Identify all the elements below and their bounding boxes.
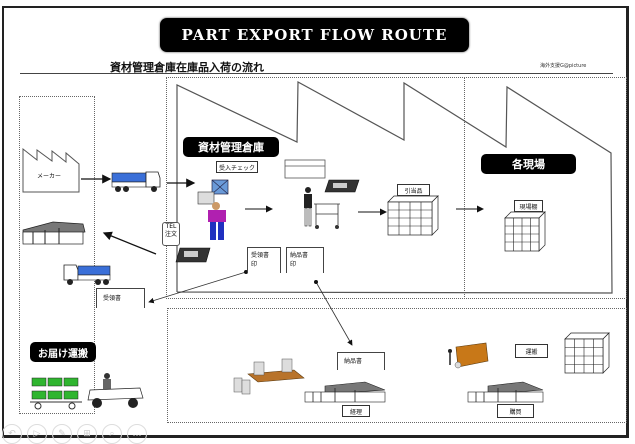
office-zone (167, 308, 627, 423)
credit-text: 海外支援G@picture (540, 63, 587, 69)
person-cart-icon (304, 187, 340, 229)
truck-icon (111, 171, 161, 192)
shelf-icon (504, 211, 546, 252)
warehouse-zone-label: 資材管理倉庫 (183, 137, 279, 157)
receipt-doc-title: 受領書 (251, 252, 270, 259)
factory-icon (22, 147, 80, 193)
phone-icon (324, 179, 360, 193)
viewer-toolbar: ↶ ▷ ✎ ⊞ ⌕ … (2, 424, 147, 444)
cabinet-worker-icon (448, 342, 489, 369)
forklift-worker-icon (197, 179, 229, 240)
transport-label: 運搬 (515, 344, 548, 358)
receipt-doc-stamp: 印 (251, 261, 258, 268)
picking-label: 引当品 (397, 184, 430, 196)
site-shelf-label: 現場棚 (514, 200, 543, 212)
returned-receipt-document: 受領書 (96, 288, 145, 308)
delivery-note-document: 納品書 (337, 352, 385, 370)
delivery-cart-icon (30, 377, 82, 410)
zoom-icon[interactable]: ⌕ (102, 424, 122, 444)
arrow-order-to-supplier (102, 231, 157, 255)
inspection-label: 受入チェック (216, 161, 258, 173)
delivery-doc-stamp: 印 (290, 261, 297, 268)
arrow-delivery-note-down (315, 281, 353, 346)
warehouse-zone (166, 77, 627, 299)
order-text: 注文 (164, 231, 177, 238)
shelf-icon (387, 195, 439, 236)
delivery-zone-label: お届け運搬 (30, 342, 96, 362)
arrow-receipt-return (148, 271, 247, 304)
subtitle: 資材管理倉庫在庫品入荷の流れ (110, 61, 264, 74)
desk-icon (233, 358, 305, 395)
truck-icon (63, 264, 111, 285)
office-building-icon (467, 381, 544, 403)
pen-icon[interactable]: ✎ (52, 424, 72, 444)
sawtooth-roof (176, 80, 613, 294)
tel-order-bubble: TEL 注文 (162, 222, 180, 246)
supplier-zone (19, 96, 95, 414)
sites-zone-label: 各現場 (481, 154, 576, 174)
purchasing-label: 購買 (497, 404, 534, 418)
page-title: PART EXPORT FLOW ROUTE (160, 18, 469, 52)
receipt-document: 受領書 印 (247, 247, 281, 273)
phone-icon (175, 247, 211, 263)
accounting-label: 経理 (342, 405, 370, 417)
undo-icon[interactable]: ↶ (2, 424, 22, 444)
tel-text: TEL (165, 223, 177, 230)
diagram-frame (2, 6, 629, 438)
warehouse-building-icon (22, 221, 86, 245)
maker-label: メーカー (37, 173, 62, 180)
shelf-icon (564, 332, 610, 374)
pointer-icon[interactable]: ▷ (27, 424, 47, 444)
delivery-document: 納品書 印 (286, 247, 324, 273)
delivery-doc-title: 納品書 (290, 252, 309, 259)
header-rule (20, 73, 613, 74)
grid-icon[interactable]: ⊞ (77, 424, 97, 444)
tractor-icon (87, 373, 144, 408)
more-icon[interactable]: … (127, 424, 147, 444)
site-divider (464, 77, 465, 299)
office-building-icon (304, 381, 386, 403)
blank-sign (284, 159, 326, 179)
